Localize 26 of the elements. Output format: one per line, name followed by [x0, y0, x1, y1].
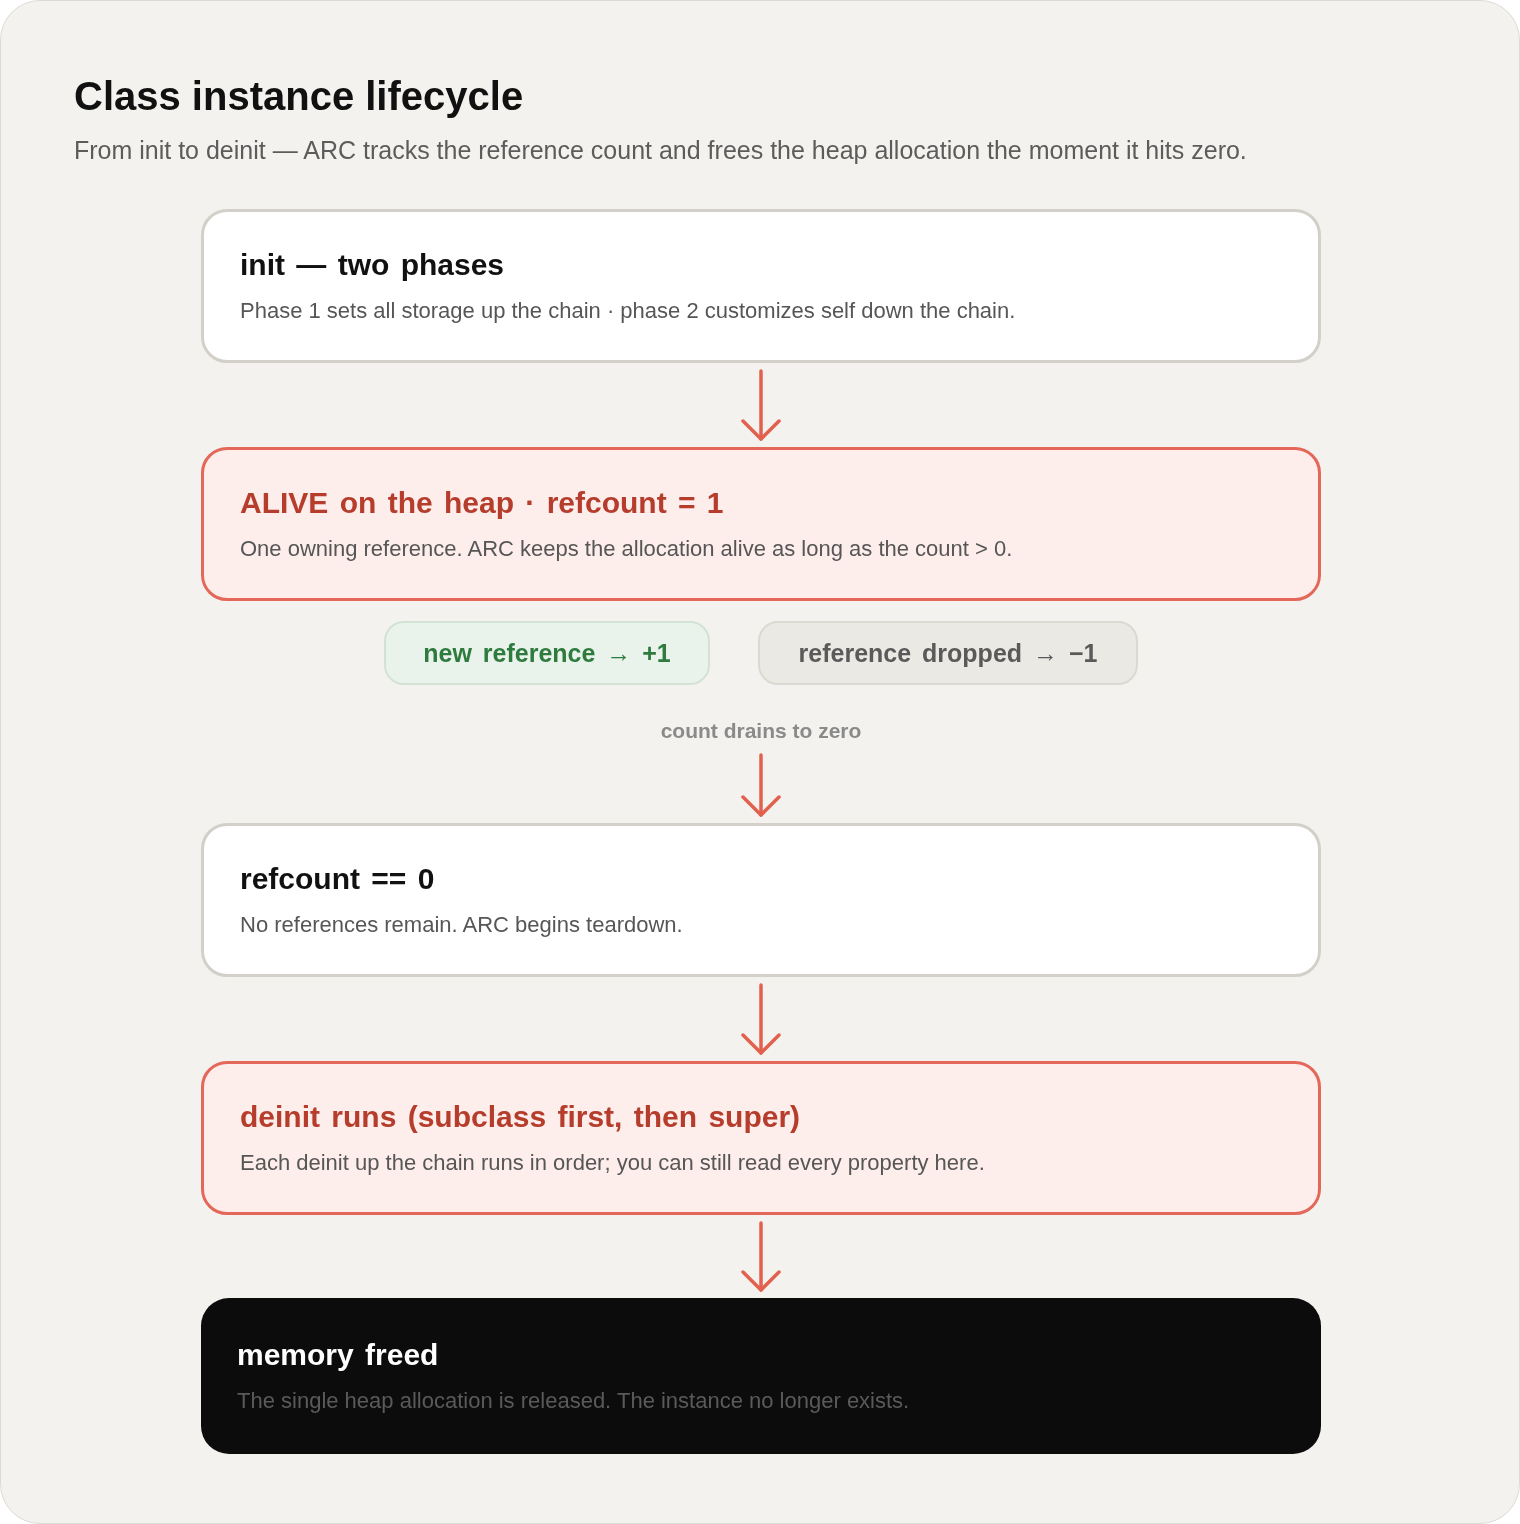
state-heading: memory freed [237, 1337, 439, 1373]
state-heading: deinit runs (subclass first, then super) [240, 1099, 801, 1135]
event-pill [384, 621, 710, 685]
arrow [741, 753, 781, 817]
state-card [201, 823, 1321, 977]
arrow [741, 983, 781, 1055]
state-card [201, 1061, 1321, 1215]
state-description: Phase 1 sets all storage up the chain · phase 2 customizes self down the chain. [240, 297, 1016, 325]
arrow [741, 369, 781, 441]
event-label: new reference → +1 [423, 638, 671, 669]
state-description: The single heap allocation is released. The instance no longer exists. [237, 1387, 910, 1415]
state-heading: init — two phases [240, 247, 505, 283]
event-label: reference dropped → −1 [798, 638, 1098, 669]
state-card [201, 209, 1321, 363]
final-state-card [201, 1298, 1321, 1454]
state-description: Each deinit up the chain runs in order; you can still read every property here. [240, 1149, 985, 1177]
state-heading: refcount == 0 [240, 861, 435, 897]
event-pill [758, 621, 1138, 685]
state-description: No references remain. ARC begins teardown. [240, 911, 683, 939]
arrow [741, 1221, 781, 1292]
state-heading: ALIVE on the heap · refcount = 1 [240, 485, 724, 521]
diagram-title: Class instance lifecycle [74, 73, 524, 120]
diagram-subtitle: From init to deinit — ARC tracks the reference count and frees the heap allocation the moment it hits zero. [74, 135, 1247, 166]
transition-label: count drains to zero [660, 717, 862, 745]
state-card [201, 447, 1321, 601]
state-description: One owning reference. ARC keeps the allocation alive as long as the count > 0. [240, 535, 1013, 563]
